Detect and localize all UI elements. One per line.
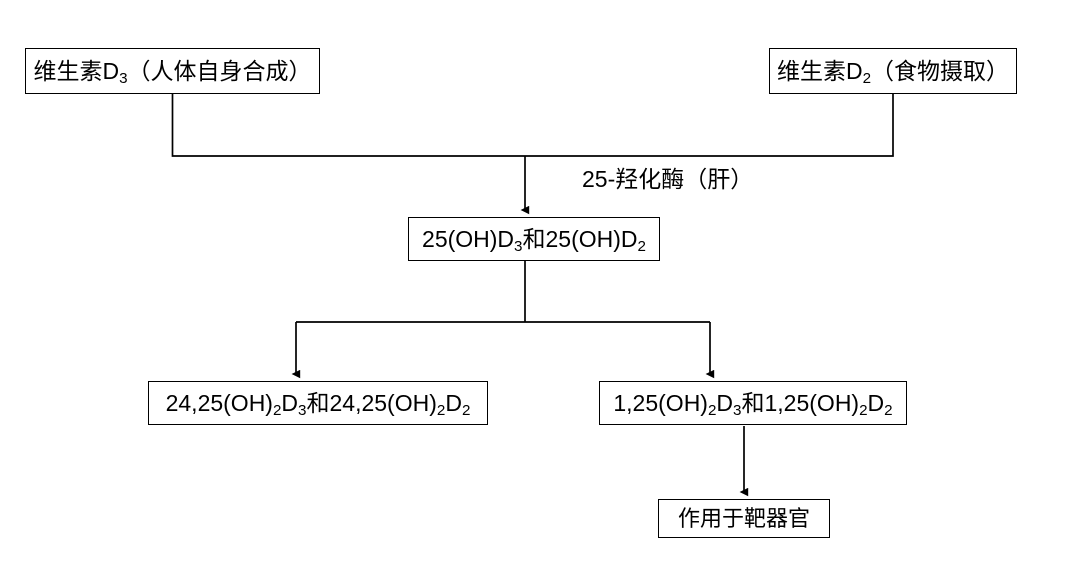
subscript: 2 <box>707 401 717 419</box>
node-vitamin-d3[interactable]: 维生素D3（人体自身合成） <box>25 48 320 94</box>
node-vitamin-d2[interactable]: 维生素D2（食物摄取） <box>769 48 1017 94</box>
subscript: 2 <box>859 401 868 419</box>
subscript: 2 <box>461 401 471 419</box>
node-1-25-oh2-d[interactable]: 1,25(OH)2D3和1,25(OH)2D2 <box>599 381 907 425</box>
edge-d3-to-25oh <box>171 94 525 157</box>
subscript: 3 <box>119 69 128 87</box>
node-25-oh-d[interactable]: 25(OH)D3和25(OH)D2 <box>408 217 660 261</box>
subscript: 3 <box>298 401 307 419</box>
node-1-25-oh2-d-label: 1,25(OH)2D3和1,25(OH)2D2 <box>613 389 893 419</box>
subscript: 3 <box>733 401 742 419</box>
node-vitamin-d3-label: 维生素D3（人体自身合成） <box>33 57 312 87</box>
subscript: 3 <box>514 237 523 255</box>
subscript: 2 <box>637 237 646 255</box>
subscript: 2 <box>862 69 872 87</box>
subscript: 2 <box>436 401 446 419</box>
node-target-organ-label: 作用于靶器官 <box>677 505 810 531</box>
node-24-25-oh2-d[interactable]: 24,25(OH)2D3和24,25(OH)2D2 <box>148 381 488 425</box>
node-target-organ[interactable]: 作用于靶器官 <box>658 499 830 538</box>
edge-label-25-hydroxylase: 25-羟化酶（肝） <box>582 166 754 192</box>
edge-d2-to-25oh <box>525 94 894 157</box>
subscript: 2 <box>272 401 282 419</box>
subscript: 2 <box>884 401 893 419</box>
node-24-25-oh2-d-label: 24,25(OH)2D3和24,25(OH)2D2 <box>165 389 471 419</box>
node-25-oh-d-label: 25(OH)D3和25(OH)D2 <box>422 225 646 255</box>
node-vitamin-d2-label: 维生素D2（食物摄取） <box>776 57 1010 87</box>
